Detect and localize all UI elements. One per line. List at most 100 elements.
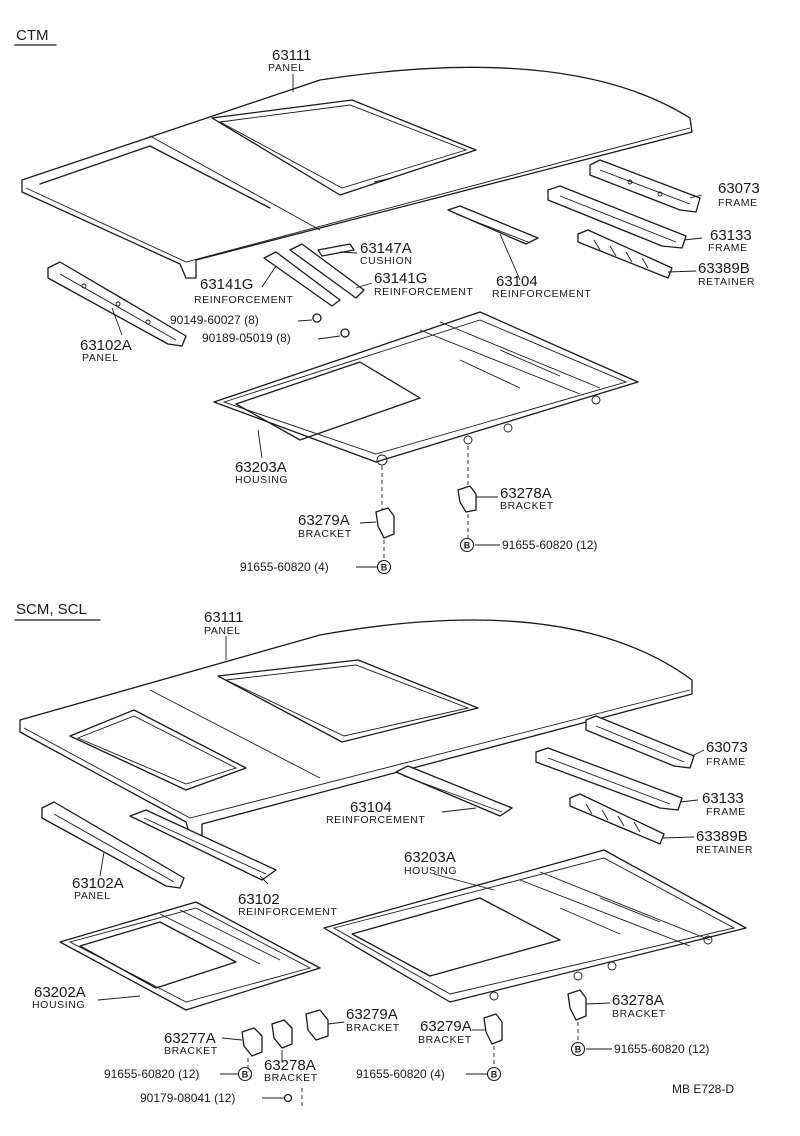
leader-line [339, 251, 358, 254]
leader-line [261, 265, 277, 288]
part-number-label: 63389B [698, 260, 750, 277]
part-number-label: 63278A [264, 1057, 316, 1074]
part-number-label: 63073 [706, 739, 748, 756]
retainer-63389b-bottom [569, 793, 665, 845]
part-name-label: PANEL [204, 625, 241, 637]
bracket-63279a-top [375, 507, 395, 539]
part-name-label: CUSHION [360, 255, 413, 267]
leader-line [585, 1002, 611, 1005]
leader-line [317, 335, 341, 340]
leader-line [679, 799, 699, 803]
part-number-label: 63141G [374, 270, 427, 287]
part-name-label: BRACKET [612, 1008, 666, 1020]
leader-line [257, 429, 263, 459]
fastener-label: 90189-05019 (8) [202, 331, 291, 345]
part-number-label: 63277A [164, 1030, 216, 1047]
leader-line [221, 1037, 243, 1041]
roof-panel-bottom [19, 619, 693, 837]
part-number-label: 63104 [496, 273, 538, 290]
leader-line [689, 194, 703, 199]
leader-line [355, 282, 373, 289]
part-name-label: RETAINER [698, 276, 755, 288]
part-name-label: HOUSING [235, 474, 288, 486]
housing-63203a-top [213, 311, 639, 466]
part-number-label: 63102A [72, 875, 124, 892]
part-number-label: 63133 [702, 790, 744, 807]
roof-panel-top [21, 66, 693, 279]
bracket-63279a-bottom-right [483, 1013, 503, 1045]
part-name-label: BRACKET [418, 1034, 472, 1046]
part-name-label: REINFORCEMENT [238, 906, 337, 918]
nut-90149-icon [312, 313, 322, 323]
bracket-63279a-bottom-left [305, 1009, 329, 1041]
part-number-label: 63073 [718, 180, 760, 197]
part-name-label: BRACKET [346, 1022, 400, 1034]
svg-text:B: B [491, 1070, 498, 1080]
bolt-marker-b: B [237, 1066, 253, 1082]
bolt-marker-b: B [376, 559, 392, 575]
housing-63202a-bottom [59, 901, 321, 1011]
bracket-63278a-top [457, 485, 477, 513]
part-name-label: HOUSING [404, 865, 457, 877]
svg-text:B: B [242, 1070, 249, 1080]
part-number-label: 63202A [34, 984, 86, 1001]
fastener-label: 90149-60027 (8) [170, 313, 259, 327]
part-number-label: 63278A [500, 485, 552, 502]
retainer-63389b-top [577, 229, 673, 279]
part-name-label: REINFORCEMENT [374, 286, 473, 298]
svg-text:B: B [575, 1045, 582, 1055]
part-name-label: BRACKET [500, 500, 554, 512]
part-number-label: 63278A [612, 992, 664, 1009]
part-name-label: PANEL [268, 62, 305, 74]
reinforcement-63102-bottom [129, 809, 277, 881]
part-name-label: BRACKET [298, 528, 352, 540]
reinforcement-63104-bottom [395, 765, 513, 817]
svg-text:B: B [464, 541, 471, 551]
bracket-63278a-bottom-left [271, 1019, 293, 1049]
leader-line [259, 875, 269, 885]
bolt-marker-b: B [486, 1066, 502, 1082]
frame-63073-top [589, 159, 701, 213]
part-name-label: RETAINER [696, 844, 753, 856]
figure-code: MB E728-D [672, 1082, 734, 1096]
housing-63203a-bottom [323, 849, 747, 1003]
part-name-label: PANEL [82, 352, 119, 364]
reinforcement-63141g-top [263, 243, 365, 307]
svg-text:B: B [381, 563, 388, 573]
screw-90179-icon [283, 1093, 293, 1103]
part-number-label: 63279A [298, 512, 350, 529]
leader-line [661, 836, 695, 839]
section-title-ctm: CTM [16, 27, 49, 44]
leader-line [97, 995, 141, 1001]
frame-63073-bottom [585, 715, 695, 769]
part-name-label: PANEL [74, 890, 111, 902]
fastener-label: 91655-60820 (12) [614, 1042, 709, 1056]
part-name-label: FRAME [706, 806, 746, 818]
part-number-label: 63111 [204, 609, 244, 626]
fastener-label: 91655-60820 (12) [104, 1067, 199, 1081]
part-number-label: 63111 [272, 47, 312, 64]
part-name-label: BRACKET [264, 1072, 318, 1084]
fastener-label: 91655-60820 (4) [240, 560, 329, 574]
part-name-label: BRACKET [164, 1045, 218, 1057]
fastener-label: 90179-08041 (12) [140, 1091, 235, 1105]
screw-90189-icon [340, 328, 350, 338]
part-number-label: 63389B [696, 828, 748, 845]
leader-line [683, 237, 703, 241]
reinforcement-63104-top [447, 205, 539, 245]
part-number-label: 63104 [350, 799, 392, 816]
part-number-label: 63102 [238, 891, 280, 908]
leader-line [667, 270, 697, 273]
fastener-label: 91655-60820 (4) [356, 1067, 445, 1081]
leader-line [297, 319, 313, 322]
part-number-label: 63133 [710, 227, 752, 244]
part-number-label: 63203A [235, 459, 287, 476]
part-number-label: 63203A [404, 849, 456, 866]
panel-63102a-bottom [41, 801, 185, 889]
part-name-label: FRAME [718, 197, 758, 209]
cushion-63147a [317, 243, 355, 257]
panel-63102a-top [47, 261, 187, 347]
frame-63133-top [547, 185, 687, 249]
frame-63133-bottom [535, 747, 683, 811]
